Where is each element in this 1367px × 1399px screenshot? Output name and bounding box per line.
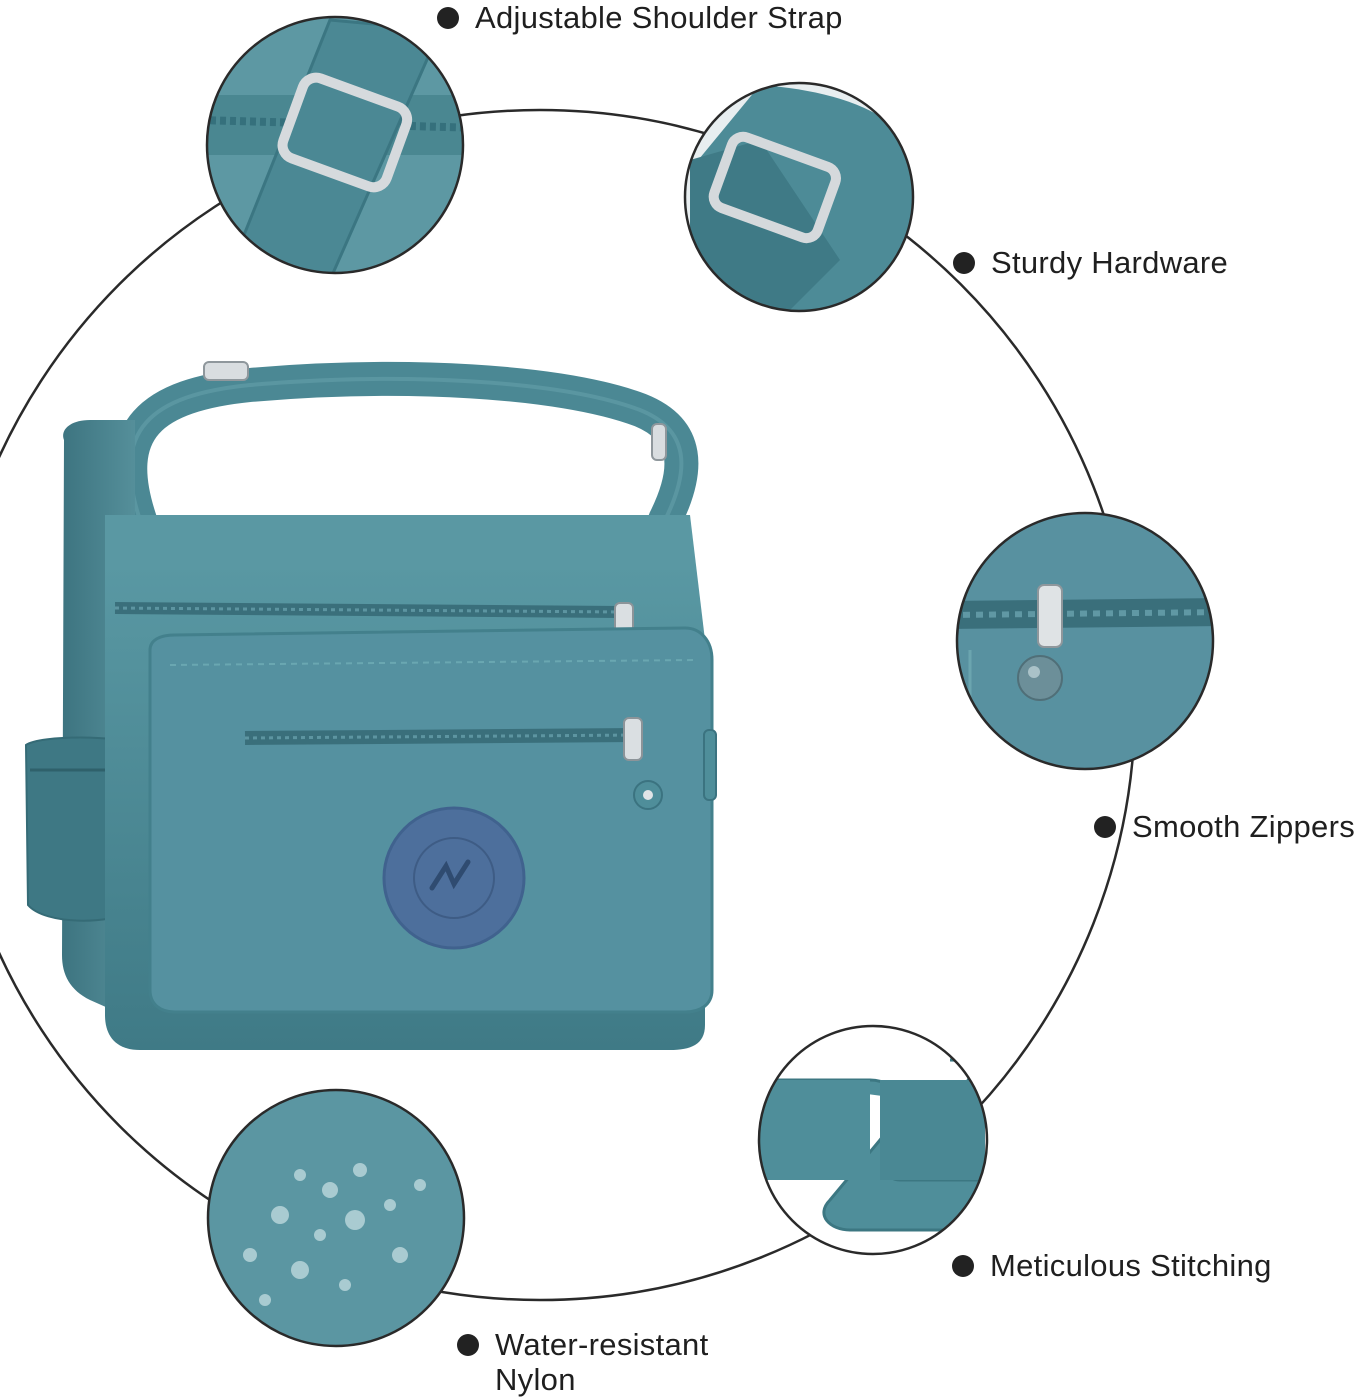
detail-nylon-ring <box>206 1088 466 1348</box>
detail-strap-circle <box>207 17 463 273</box>
bullet-dot-icon <box>437 7 459 29</box>
bullet-dot-icon <box>953 252 975 274</box>
feature-label-hardware: Sturdy Hardware <box>953 245 1228 280</box>
feature-label-nylon: Water-resistant Nylon <box>457 1327 709 1397</box>
feature-text: Adjustable Shoulder Strap <box>475 0 843 35</box>
bullet-dot-icon <box>457 1334 479 1356</box>
shoulder-bag-image <box>24 361 717 1050</box>
detail-hardware-circle <box>685 83 913 311</box>
feature-label-stitching: Meticulous Stitching <box>952 1248 1272 1283</box>
feature-label-strap: Adjustable Shoulder Strap <box>437 0 843 35</box>
detail-stitching-circle <box>759 1026 987 1254</box>
feature-text: Water-resistant Nylon <box>495 1327 709 1397</box>
brand-badge <box>382 806 526 950</box>
detail-zipper-circle <box>957 513 1213 769</box>
detail-nylon-circle <box>208 1090 464 1346</box>
detail-zipper-ring <box>955 511 1215 771</box>
detail-strap-ring <box>205 15 465 275</box>
detail-stitching-ring <box>757 1024 989 1256</box>
feature-label-zippers: Smooth Zippers <box>1094 809 1355 844</box>
bullet-dot-icon <box>1094 816 1116 838</box>
detail-hardware-ring <box>683 81 915 313</box>
feature-text: Sturdy Hardware <box>991 245 1229 280</box>
bullet-dot-icon <box>952 1255 974 1277</box>
feature-text: Meticulous Stitching <box>990 1248 1272 1283</box>
feature-text: Smooth Zippers <box>1132 809 1356 844</box>
